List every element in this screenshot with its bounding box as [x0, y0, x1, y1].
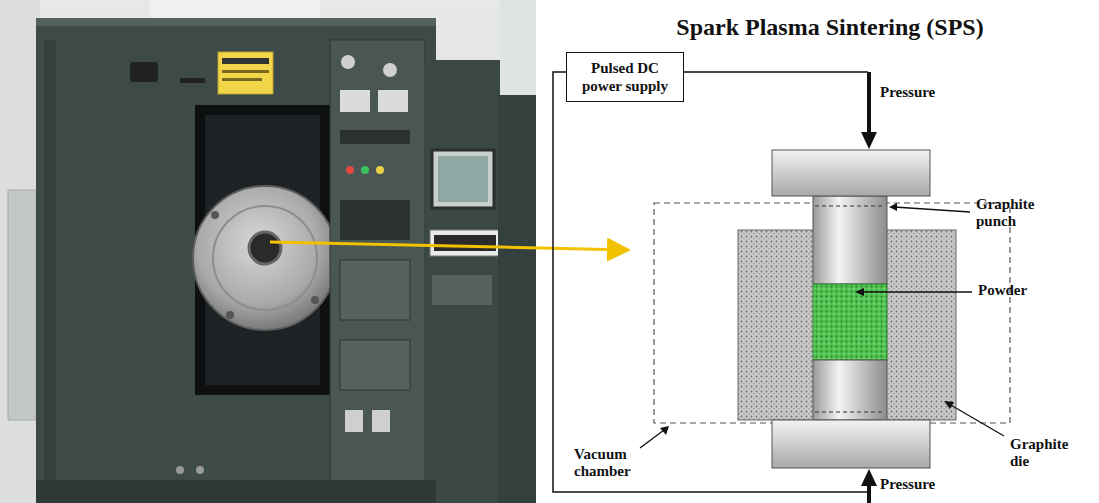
leader-line — [640, 430, 664, 448]
leader-line — [894, 207, 970, 212]
pressure-arrow — [867, 72, 871, 134]
bottom-electrode — [772, 420, 930, 468]
graphite-punch-bottom — [813, 360, 887, 420]
machine-photo — [0, 0, 536, 503]
node-content: Pulsed DC power supply — [573, 59, 677, 95]
top-electrode — [772, 150, 930, 196]
graphite-punch-top — [813, 196, 887, 284]
pressure-arrowhead — [861, 132, 877, 149]
part-label: Vacuum chamber — [574, 446, 648, 481]
pressure-label: Pressure — [880, 476, 970, 493]
leader-arrowhead — [889, 203, 897, 211]
part-label: Graphite die — [1010, 436, 1078, 471]
leader-arrowhead — [855, 288, 864, 296]
part-label: Powder — [978, 282, 1058, 299]
leader-arrowhead — [944, 401, 954, 409]
diagram-title: Spark Plasma Sintering (SPS) — [570, 14, 1090, 42]
leader-line — [862, 291, 972, 292]
punch-edge — [815, 206, 885, 207]
pointer-arrow — [270, 242, 628, 250]
part-label: Graphite punch — [976, 196, 1050, 231]
pressure-label: Pressure — [880, 84, 970, 101]
leader-line — [949, 404, 1004, 436]
pressure-arrowhead — [861, 469, 877, 486]
sps-schematic — [553, 72, 1010, 503]
node-text: Pulsed DC power supply — [573, 59, 677, 95]
pressure-arrow — [867, 485, 871, 503]
power-supply-box: Pulsed DC power supply — [566, 52, 684, 102]
punch-edge — [815, 412, 885, 413]
leader-arrowhead — [660, 426, 669, 435]
powder-fill — [813, 284, 887, 360]
